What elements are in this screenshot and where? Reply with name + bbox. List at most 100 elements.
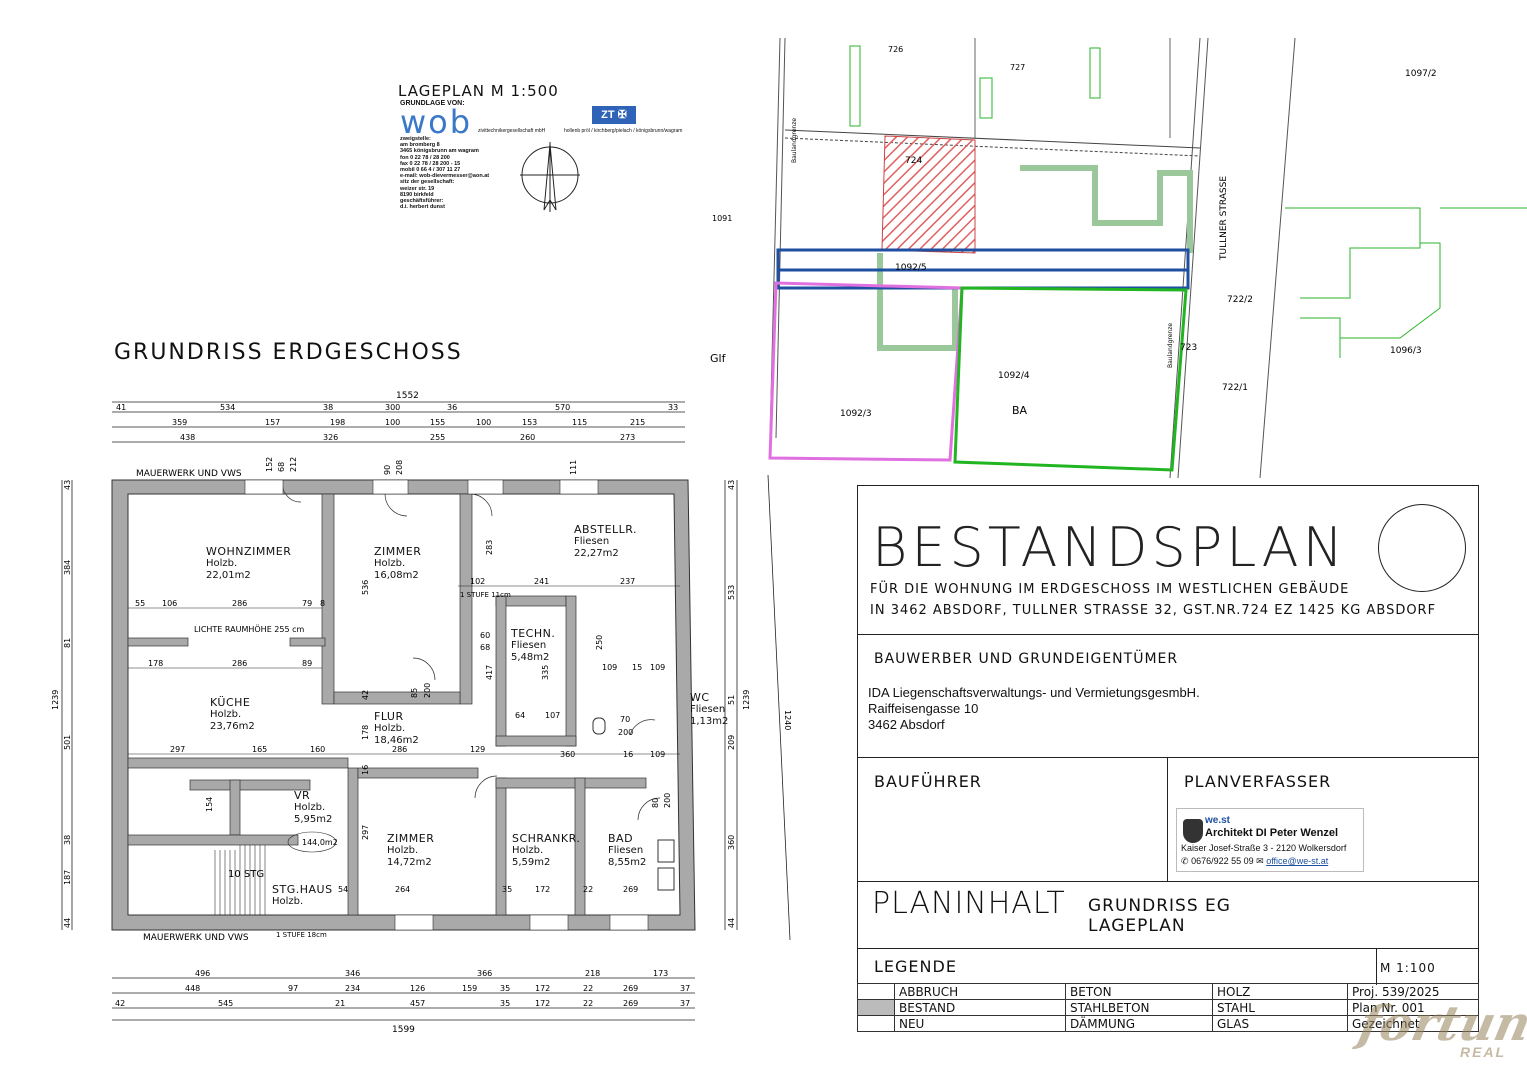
svg-text:200: 200 — [423, 683, 432, 698]
svg-text:43: 43 — [63, 480, 72, 490]
svg-text:160: 160 — [310, 745, 325, 754]
title-section: BESTANDSPLAN FÜR DIE WOHNUNG IM ERDGESCH… — [857, 485, 1479, 635]
svg-text:100: 100 — [385, 418, 400, 427]
svg-text:16: 16 — [623, 750, 633, 759]
svg-text:107: 107 — [545, 711, 560, 720]
svg-text:269: 269 — [623, 999, 638, 1008]
svg-text:159: 159 — [462, 984, 477, 993]
title-line-2: IN 3462 ABSDORF, TULLNER STRASSE 32, GST… — [870, 603, 1437, 618]
grundlage-label: GRUNDLAGE VON: — [400, 100, 465, 107]
parcel-1091: 1091 — [712, 214, 732, 223]
svg-text:109: 109 — [650, 750, 665, 759]
svg-text:165: 165 — [252, 745, 267, 754]
svg-text:286: 286 — [232, 659, 247, 668]
svg-text:100: 100 — [476, 418, 491, 427]
svg-text:54: 54 — [338, 885, 348, 894]
svg-text:55: 55 — [135, 599, 145, 608]
svg-text:154: 154 — [205, 797, 214, 812]
stufe-1: 1 STUFE 11cm — [460, 591, 511, 599]
glf-label: Glf — [710, 352, 727, 365]
svg-text:35: 35 — [500, 984, 510, 993]
stair-area: 144,0m2 — [302, 838, 338, 847]
svg-text:35: 35 — [500, 999, 510, 1008]
room-schrankr: SCHRANKR.Holzb.5,59m2 — [512, 832, 581, 869]
architect-stamp: we.st Architekt DI Peter Wenzel Kaiser J… — [1176, 808, 1364, 872]
mail-icon: ✉ — [1256, 856, 1264, 866]
svg-text:360: 360 — [727, 835, 736, 850]
svg-text:42: 42 — [361, 690, 370, 700]
raumhoehe-label: LICHTE RAUMHÖHE 255 cm — [194, 624, 305, 634]
svg-text:208: 208 — [395, 460, 404, 475]
parcel-1092-3: 1092/3 — [840, 409, 872, 419]
svg-text:360: 360 — [560, 750, 575, 759]
street-label: TULLNER STRASSE — [1219, 176, 1229, 261]
svg-text:44: 44 — [63, 918, 72, 928]
parcel-1092-5: 1092/5 — [895, 263, 927, 273]
svg-text:33: 33 — [668, 403, 678, 412]
svg-text:300: 300 — [385, 403, 400, 412]
svg-text:1239: 1239 — [51, 690, 60, 710]
svg-text:269: 269 — [623, 984, 638, 993]
svg-text:1239: 1239 — [742, 690, 751, 710]
svg-text:16: 16 — [361, 765, 370, 775]
svg-text:15: 15 — [632, 663, 642, 672]
svg-text:70: 70 — [620, 715, 630, 724]
svg-text:64: 64 — [515, 711, 525, 720]
svg-text:570: 570 — [555, 403, 570, 412]
svg-text:448: 448 — [185, 984, 200, 993]
svg-text:269: 269 — [623, 885, 638, 894]
svg-text:326: 326 — [323, 433, 338, 442]
svg-text:241: 241 — [534, 577, 549, 586]
svg-text:501: 501 — [63, 735, 72, 750]
svg-text:496: 496 — [195, 969, 210, 978]
svg-text:359: 359 — [172, 418, 187, 427]
svg-text:102: 102 — [470, 577, 485, 586]
svg-text:109: 109 — [650, 663, 665, 672]
svg-text:106: 106 — [162, 599, 177, 608]
svg-text:264: 264 — [395, 885, 410, 894]
mauerwerk-top: MAUERWERK UND VWS — [136, 469, 242, 479]
svg-text:126: 126 — [410, 984, 425, 993]
svg-text:129: 129 — [470, 745, 485, 754]
svg-text:172: 172 — [535, 885, 550, 894]
eagle-icon — [1183, 819, 1203, 843]
svg-text:187: 187 — [63, 870, 72, 885]
svg-text:545: 545 — [218, 999, 233, 1008]
bauwerber-address: IDA Liegenschaftsverwaltungs- und Vermie… — [868, 685, 1200, 732]
svg-text:417: 417 — [485, 665, 494, 680]
svg-text:218: 218 — [585, 969, 600, 978]
parcel-722-2: 722/2 — [1227, 295, 1253, 305]
svg-text:43: 43 — [727, 480, 736, 490]
bauwerber-section: BAUWERBER UND GRUNDEIGENTÜMER IDA Liegen… — [857, 634, 1479, 758]
baulandgrenze-1: Baulandgrenze — [791, 118, 798, 163]
north-arrow-icon — [520, 142, 580, 212]
svg-text:200: 200 — [663, 793, 672, 808]
svg-text:68: 68 — [480, 643, 490, 652]
svg-text:81: 81 — [63, 638, 72, 648]
svg-text:283: 283 — [485, 540, 494, 555]
svg-text:22: 22 — [583, 885, 593, 894]
dim-top-overall: 1552 — [396, 391, 419, 401]
stufe-2: 1 STUFE 18cm — [276, 931, 327, 939]
svg-text:533: 533 — [727, 585, 736, 600]
svg-text:198: 198 — [330, 418, 345, 427]
svg-text:152: 152 — [265, 457, 274, 472]
svg-text:157: 157 — [265, 418, 280, 427]
svg-text:173: 173 — [653, 969, 668, 978]
svg-text:51: 51 — [727, 695, 736, 705]
svg-text:153: 153 — [522, 418, 537, 427]
baufuehrer-section: BAUFÜHRER — [857, 757, 1168, 882]
svg-text:37: 37 — [680, 984, 690, 993]
company-line: zivittechnikergesellschaft mbH — [478, 128, 546, 134]
svg-text:38: 38 — [323, 403, 333, 412]
svg-text:44: 44 — [727, 918, 736, 928]
